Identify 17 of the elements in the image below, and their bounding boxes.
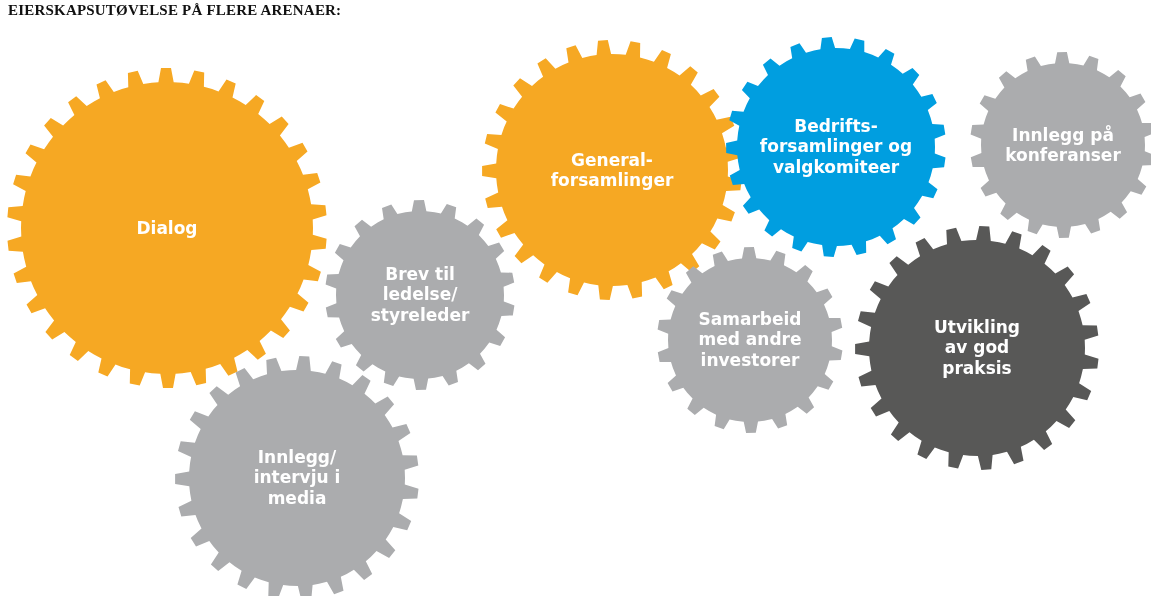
gear-shape [7,68,327,388]
gear-label: Innlegg/ intervju i media [252,447,342,509]
gear-shape [657,247,843,433]
gear-shape [855,226,1099,470]
gear-shape [175,356,419,596]
gear-label: Brev til ledelse/ styreleder [369,264,471,326]
gear-shape [726,37,946,257]
gear-label: Samarbeid med andre investorer [697,309,803,371]
gear-label: General- forsamlinger [549,149,675,191]
gear-label: Innlegg på konferanser [1004,124,1122,166]
gear-label: Utvikling av god praksis [932,317,1022,379]
gear-shape [325,200,515,390]
gear-shape [482,40,742,300]
title: EIERSKAPSUTØVELSE PÅ FLERE ARENAER: [8,2,342,19]
gear-label: Bedrifts- forsamlinger og valgkomiteer [758,116,914,178]
gear-label: Dialog [135,217,199,239]
gear-shape [970,52,1151,238]
